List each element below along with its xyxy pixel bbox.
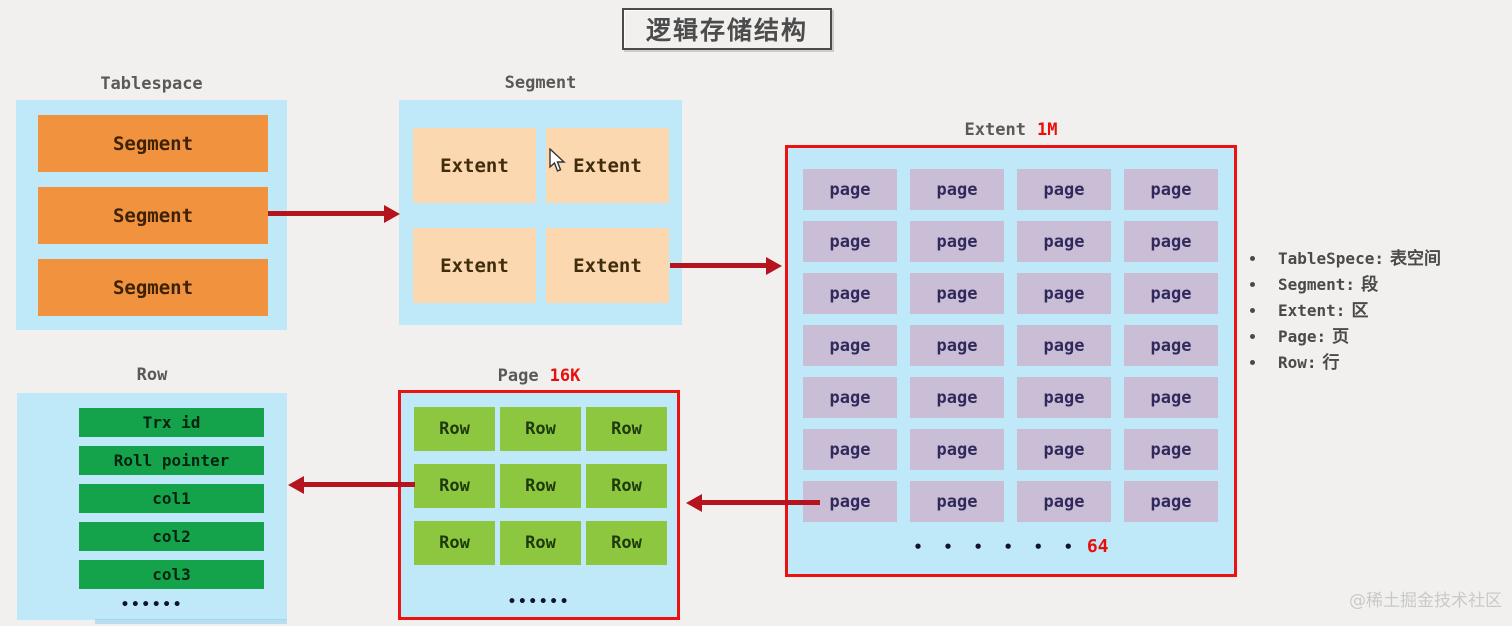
page-size-label: 16K <box>549 366 581 386</box>
row-box: Trx id Roll pointer col1 col2 col3 •••••… <box>17 393 287 620</box>
extent-item: Extent <box>413 128 536 203</box>
row-field-trx-id: Trx id <box>79 408 264 437</box>
extent-box-label-text: Extent <box>964 120 1026 140</box>
page-box: Row Row Row Row Row Row Row Row Row ••••… <box>398 390 680 620</box>
arrow-page-to-row <box>288 475 415 494</box>
legend-item-segment: Segment: 段 <box>1242 272 1441 298</box>
legend-term: Page: <box>1278 327 1327 346</box>
legend-term: Extent: <box>1278 301 1346 320</box>
extent-item: Extent <box>413 228 536 303</box>
row-grid: Row Row Row Row Row Row Row Row Row <box>401 393 677 565</box>
row-item: Row <box>414 407 495 451</box>
segment-box-label: Segment <box>504 73 577 93</box>
page-item: page <box>803 377 897 418</box>
tablespace-label: Tablespace <box>100 74 203 94</box>
legend-definition: 表空间 <box>1389 249 1441 269</box>
page-item: page <box>803 273 897 314</box>
legend-definition: 区 <box>1351 301 1369 321</box>
extent-size-label: 1M <box>1036 120 1058 140</box>
page-box-label-text: Page <box>497 366 539 386</box>
extent-page-count: 64 <box>1086 536 1109 557</box>
legend-term: Row: <box>1278 353 1317 372</box>
row-item: Row <box>500 464 581 508</box>
row-item: Row <box>586 464 667 508</box>
page-item: page <box>1017 221 1111 262</box>
extent-box: page page page page page page page page … <box>785 145 1237 577</box>
row-ellipsis: •••••• <box>120 597 184 613</box>
segment-item: Segment <box>38 259 268 316</box>
legend-item-tablespace: TableSpece: 表空间 <box>1242 246 1441 272</box>
page-item: page <box>1124 377 1218 418</box>
segment-box: Extent Extent Extent Extent <box>399 100 682 325</box>
page-item: page <box>803 221 897 262</box>
bullet-icon <box>1250 256 1255 261</box>
page-item: page <box>803 325 897 366</box>
page-item: page <box>1124 273 1218 314</box>
segment-item: Segment <box>38 115 268 172</box>
row-item: Row <box>500 407 581 451</box>
extent-ellipsis: • • • • • • 64 <box>788 536 1234 557</box>
row-box-bottom-edge <box>95 619 287 624</box>
page-item: page <box>1017 325 1111 366</box>
row-item: Row <box>414 521 495 565</box>
bullet-icon <box>1250 334 1255 339</box>
row-field-col1: col1 <box>79 484 264 513</box>
row-box-label: Row <box>136 365 168 385</box>
page-item: page <box>1017 273 1111 314</box>
segment-item: Segment <box>38 187 268 244</box>
bullet-icon <box>1250 282 1255 287</box>
page-item: page <box>1124 325 1218 366</box>
page-item: page <box>1124 481 1218 522</box>
legend-definition: 页 <box>1332 327 1350 347</box>
bullet-icon <box>1250 360 1255 365</box>
extent-item: Extent <box>546 128 669 203</box>
page-item: page <box>1017 169 1111 210</box>
tablespace-box: Segment Segment Segment <box>16 100 287 330</box>
page-grid: page page page page page page page page … <box>788 148 1234 522</box>
row-item: Row <box>500 521 581 565</box>
watermark: @稀土掘金技术社区 <box>1349 591 1502 611</box>
row-item: Row <box>414 464 495 508</box>
page-item: page <box>1124 221 1218 262</box>
arrow-extent-to-page <box>686 493 820 512</box>
page-item: page <box>803 169 897 210</box>
page-ellipsis: •••••• <box>507 594 571 610</box>
page-item: page <box>1017 377 1111 418</box>
row-item: Row <box>586 521 667 565</box>
arrow-segment-to-extent <box>670 256 782 275</box>
page-item: page <box>910 481 1004 522</box>
extent-box-label: Extent 1M <box>785 120 1237 140</box>
page-item: page <box>910 325 1004 366</box>
page-item: page <box>910 273 1004 314</box>
row-item: Row <box>586 407 667 451</box>
page-item: page <box>1017 429 1111 470</box>
legend-item-page: Page: 页 <box>1242 324 1441 350</box>
page-item: page <box>910 221 1004 262</box>
row-field-col3: col3 <box>79 560 264 589</box>
legend-definition: 行 <box>1322 353 1340 373</box>
page-box-label: Page 16K <box>398 366 680 386</box>
page-item: page <box>1124 429 1218 470</box>
legend-term: Segment: <box>1278 275 1356 294</box>
bullet-icon <box>1250 308 1255 313</box>
page-item: page <box>910 169 1004 210</box>
page-item: page <box>1017 481 1111 522</box>
legend-item-row: Row: 行 <box>1242 350 1441 376</box>
diagram-title-text: 逻辑存储结构 <box>645 16 808 45</box>
legend-term: TableSpece: <box>1278 249 1384 268</box>
arrow-tablespace-to-segment <box>268 204 400 223</box>
legend-list: TableSpece: 表空间 Segment: 段 Extent: 区 Page: 页… <box>1242 246 1441 376</box>
diagram-title: 逻辑存储结构 <box>622 8 832 50</box>
row-field-col2: col2 <box>79 522 264 551</box>
extent-item: Extent <box>546 228 669 303</box>
mouse-cursor-icon <box>549 148 566 172</box>
page-item: page <box>910 429 1004 470</box>
page-item: page <box>910 377 1004 418</box>
extent-ellipsis-dots: • • • • • • <box>913 538 1079 556</box>
row-field-roll-pointer: Roll pointer <box>79 446 264 475</box>
legend-definition: 段 <box>1361 275 1379 295</box>
legend-item-extent: Extent: 区 <box>1242 298 1441 324</box>
page-item: page <box>803 429 897 470</box>
page-item: page <box>1124 169 1218 210</box>
